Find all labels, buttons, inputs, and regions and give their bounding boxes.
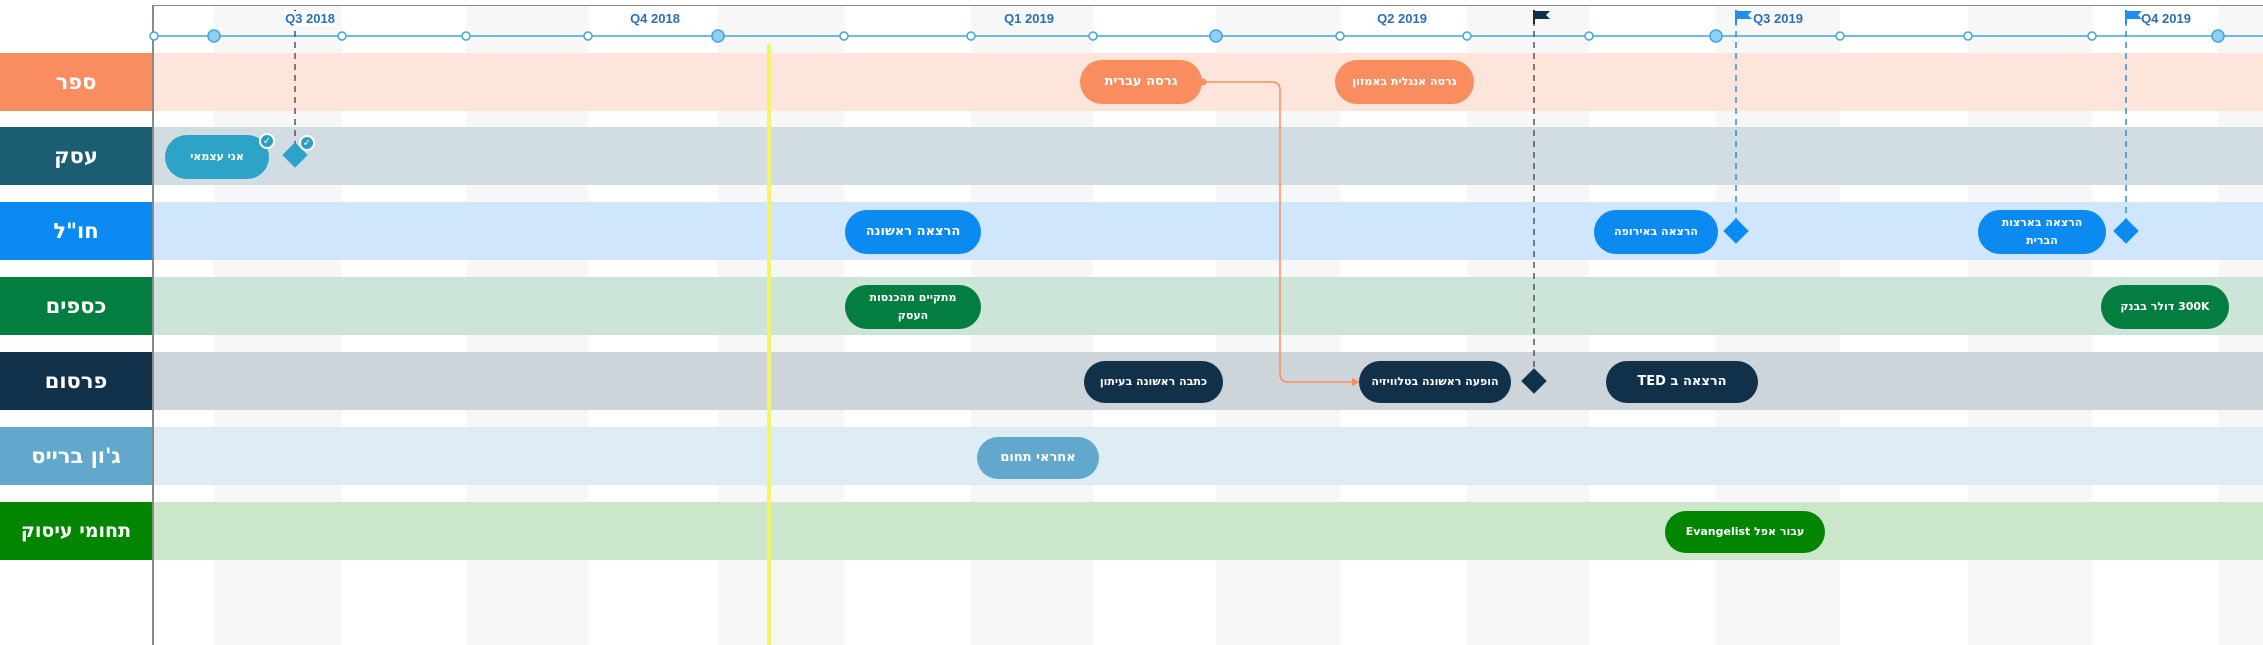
quarter-label: Q4 2019 <box>2141 11 2191 26</box>
task-first-tv[interactable]: הופעה ראשונה בטלוויזיה <box>1359 361 1511 403</box>
task-hebrew-version[interactable]: גרסה עברית <box>1080 60 1202 104</box>
lane-row-esek <box>154 127 2263 185</box>
task-lecture-usa[interactable]: הרצאה בארצות הברית <box>1978 210 2106 254</box>
timeline-tick <box>1088 31 1098 41</box>
lane-row-ksafim <box>154 277 2263 335</box>
timeline-ticks <box>149 29 2225 43</box>
task-business-income[interactable]: מתקיים מהכנסות העסק <box>845 285 981 329</box>
timeline-tick <box>1835 31 1845 41</box>
timeline-tick <box>1963 31 1973 41</box>
timeline-tick <box>583 31 593 41</box>
lane-row-tchumim <box>154 502 2263 560</box>
timeline-tick <box>1462 31 1472 41</box>
lane-label-esek[interactable]: עסק <box>0 127 152 185</box>
task-first-lecture[interactable]: הרצאה ראשונה <box>845 210 981 254</box>
quarter-label: Q2 2019 <box>1377 11 1427 26</box>
timeline-tick <box>1709 29 1723 43</box>
flag-icon <box>1533 10 1550 24</box>
left-border <box>152 5 154 645</box>
timeline-tick <box>461 31 471 41</box>
lane-label-john[interactable]: ג'ון ברייס <box>0 427 152 485</box>
quarter-label: Q3 2019 <box>1753 11 1803 26</box>
lane-row-chul <box>154 202 2263 260</box>
dependency-connector[interactable] <box>1203 81 1352 383</box>
task-lecture-europe[interactable]: הרצאה באירופה <box>1594 210 1718 254</box>
task-english-amazon[interactable]: גרסה אנגלית באמזון <box>1335 60 1474 104</box>
flag-icon <box>1735 10 1752 24</box>
timeline-tick <box>966 31 976 41</box>
check-icon: ✓ <box>299 135 315 151</box>
quarter-label: Q1 2019 <box>1004 11 1054 26</box>
task-self-employed[interactable]: אני עצמאי <box>165 135 269 179</box>
task-ted-lecture[interactable]: הרצאה ב TED <box>1606 361 1758 403</box>
lane-label-pirsum[interactable]: פרסום <box>0 352 152 410</box>
timeline-tick <box>207 29 221 43</box>
timeline-tick <box>2211 29 2225 43</box>
timeline-tick <box>2087 31 2097 41</box>
check-icon: ✓ <box>259 133 275 149</box>
timeline-tick <box>1209 29 1223 43</box>
top-border <box>152 5 2263 6</box>
timeline-tick <box>337 31 347 41</box>
lane-row-john <box>154 427 2263 485</box>
timeline-tick <box>839 31 849 41</box>
today-marker-line <box>767 44 771 645</box>
today-marker-line <box>767 190 771 204</box>
lane-label-tchumim[interactable]: תחומי עיסוק <box>0 502 152 560</box>
task-first-newspaper[interactable]: כתבה ראשונה בעיתון <box>1084 361 1223 403</box>
task-apple-evangelist[interactable]: עבור אפל Evangelist <box>1665 511 1825 553</box>
timeline-tick <box>711 29 725 43</box>
timeline-tick <box>149 31 159 41</box>
quarter-label: Q4 2018 <box>630 11 680 26</box>
flag-icon <box>2125 10 2142 24</box>
task-domain-lead[interactable]: אחראי תחום <box>977 437 1099 479</box>
quarter-label: Q3 2018 <box>285 11 335 26</box>
lane-label-ksafim[interactable]: כספים <box>0 277 152 335</box>
lane-label-sefer[interactable]: ספר <box>0 53 152 111</box>
timeline-tick <box>1335 31 1345 41</box>
lane-label-chul[interactable]: חו"ל <box>0 202 152 260</box>
arrow-head-icon <box>1352 378 1360 386</box>
task-300k-bank[interactable]: 300K דולר בבנק <box>2101 285 2229 329</box>
timeline-tick <box>1584 31 1594 41</box>
